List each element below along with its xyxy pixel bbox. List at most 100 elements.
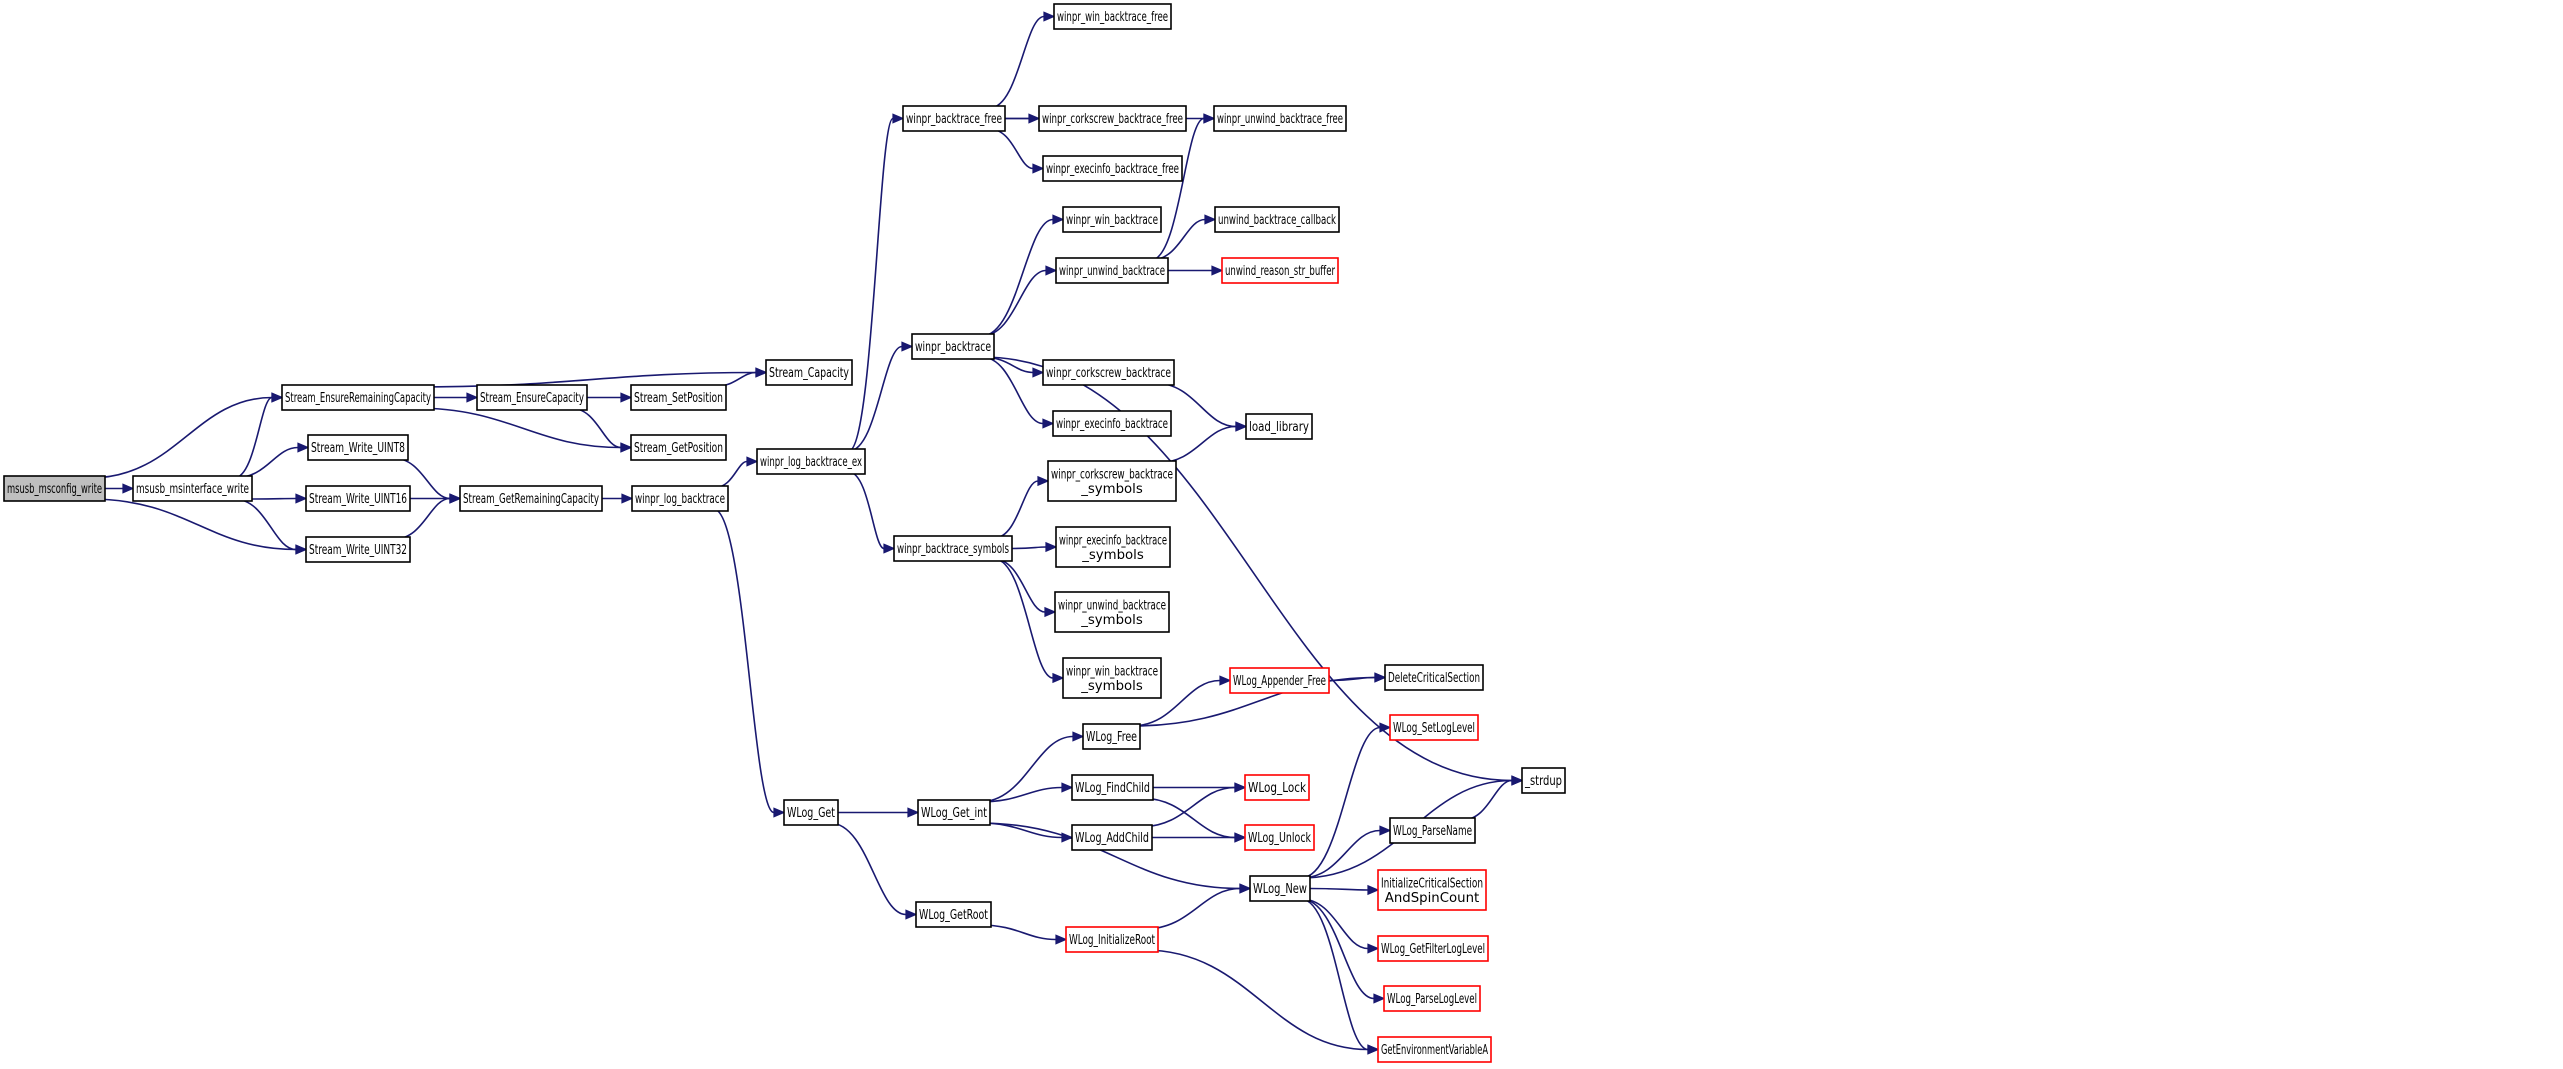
- node-stream-ensureremainingcapacity[interactable]: Stream_EnsureRemainingCapacity: [281, 384, 435, 411]
- node-stream-setposition[interactable]: Stream_SetPosition: [630, 384, 727, 411]
- arrow-head: [1211, 265, 1224, 276]
- node-winpr-log-backtrace-ex[interactable]: winpr_log_backtrace_ex: [756, 448, 866, 475]
- node-label: winpr_execinfo_backtrace_free: [1046, 162, 1179, 177]
- arrow-head: [1055, 934, 1068, 945]
- node-wlog-setloglevel[interactable]: WLog_SetLogLevel: [1389, 714, 1479, 741]
- node-box: [1053, 3, 1172, 30]
- node-box: [917, 799, 991, 826]
- node-box: [783, 799, 839, 826]
- arrow-head: [901, 341, 914, 352]
- node-label: Stream_EnsureRemainingCapacity: [285, 391, 431, 406]
- node-label: AndSpinCount: [1385, 891, 1479, 906]
- edge-wlog-new-to-getenvironmentvariablea: [1300, 898, 1380, 1055]
- node-winpr-log-backtrace[interactable]: winpr_log_backtrace: [631, 485, 729, 512]
- node-label: WLog_Free: [1086, 730, 1137, 745]
- node-winpr-win-backtrace-free[interactable]: winpr_win_backtrace_free: [1053, 3, 1172, 30]
- node-winpr-backtrace-symbols[interactable]: winpr_backtrace_symbols: [893, 535, 1013, 562]
- node-label: unwind_backtrace_callback: [1218, 213, 1336, 228]
- node-winpr-corkscrew-backtrace-free[interactable]: winpr_corkscrew_backtrace_free: [1038, 105, 1187, 132]
- edge-line: [1328, 676, 1376, 682]
- edge-line: [1300, 829, 1381, 879]
- node-getenvironmentvariablea[interactable]: GetEnvironmentVariableA: [1377, 1036, 1492, 1063]
- node-box: [281, 384, 435, 411]
- edge-winpr-backtrace-free-to-winpr-execinfo-backtrace-free: [989, 128, 1045, 174]
- node-msusb-msinterface-write[interactable]: msusb_msinterface_write: [132, 475, 253, 502]
- node-winpr-corkscrew-backtrace-symbols[interactable]: winpr_corkscrew_backtrace_symbols: [1047, 460, 1177, 502]
- node-stream-getremainingcapacity[interactable]: Stream_GetRemainingCapacity: [459, 485, 603, 512]
- node-label: Stream_GetRemainingCapacity: [463, 492, 599, 507]
- node-wlog-lock[interactable]: WLog_Lock: [1244, 774, 1310, 801]
- edge-wlog-getroot-to-wlog-initializeroot: [979, 924, 1068, 945]
- node-box: [631, 485, 729, 512]
- node-winpr-backtrace-free[interactable]: winpr_backtrace_free: [902, 105, 1006, 132]
- edge-wlog-get-to-wlog-get-int: [838, 807, 920, 818]
- node-winpr-backtrace[interactable]: winpr_backtrace: [911, 333, 995, 360]
- node-msusb-msconfig-write[interactable]: msusb_msconfig_write: [3, 475, 106, 502]
- node-stream-write-uint32[interactable]: Stream_Write_UINT32: [305, 536, 411, 563]
- node-stream-ensurecapacity[interactable]: Stream_EnsureCapacity: [476, 384, 588, 411]
- node-stream-getposition[interactable]: Stream_GetPosition: [630, 434, 727, 461]
- arrow-head: [1379, 825, 1392, 836]
- node-winpr-win-backtrace[interactable]: winpr_win_backtrace: [1062, 206, 1162, 233]
- arrow-head: [449, 493, 462, 504]
- edge-msusb-msconfig-write-to-stream-write-uint32: [89, 498, 308, 555]
- edge-line: [1300, 898, 1375, 1000]
- node-strdup[interactable]: _strdup: [1521, 767, 1566, 794]
- node-stream-capacity[interactable]: Stream_Capacity: [765, 359, 853, 386]
- node-wlog-parseloglevel[interactable]: WLog_ParseLogLevel: [1383, 985, 1481, 1012]
- node-winpr-corkscrew-backtrace[interactable]: winpr_corkscrew_backtrace: [1042, 359, 1175, 386]
- edge-line: [1300, 898, 1369, 950]
- node-wlog-get[interactable]: WLog_Get: [783, 799, 839, 826]
- node-box: [1377, 869, 1487, 911]
- node-label: msusb_msinterface_write: [136, 482, 249, 497]
- node-box: [1245, 413, 1313, 440]
- edge-line: [989, 128, 1034, 170]
- edge-line: [1144, 949, 1369, 1051]
- node-label: winpr_log_backtrace: [635, 492, 725, 507]
- arrow-head: [1037, 475, 1050, 487]
- node-winpr-execinfo-backtrace-symbols[interactable]: winpr_execinfo_backtrace_symbols: [1055, 526, 1171, 568]
- node-wlog-free[interactable]: WLog_Free: [1082, 723, 1141, 750]
- node-stream-write-uint16[interactable]: Stream_Write_UINT16: [305, 485, 411, 512]
- node-wlog-get-int[interactable]: WLog_Get_int: [917, 799, 991, 826]
- arrow-head: [295, 493, 308, 504]
- arrow-head: [1042, 418, 1055, 429]
- node-winpr-unwind-backtrace-symbols[interactable]: winpr_unwind_backtrace_symbols: [1054, 591, 1170, 633]
- node-deletecriticalsection[interactable]: DeleteCriticalSection: [1384, 664, 1484, 691]
- node-winpr-unwind-backtrace-free[interactable]: winpr_unwind_backtrace_free: [1213, 105, 1347, 132]
- edge-line: [848, 471, 885, 550]
- node-label: winpr_backtrace_symbols: [897, 542, 1009, 557]
- arrow-head: [1045, 541, 1058, 553]
- node-label: DeleteCriticalSection: [1388, 671, 1480, 686]
- node-wlog-initializeroot[interactable]: WLog_InitializeRoot: [1065, 926, 1159, 953]
- node-wlog-parsename[interactable]: WLog_ParseName: [1389, 817, 1476, 844]
- node-winpr-execinfo-backtrace[interactable]: winpr_execinfo_backtrace: [1052, 410, 1172, 437]
- node-wlog-addchild[interactable]: WLog_AddChild: [1071, 824, 1153, 851]
- arrow-head: [1045, 265, 1058, 276]
- node-stream-write-uint8[interactable]: Stream_Write_UINT8: [307, 434, 409, 461]
- node-wlog-findchild[interactable]: WLog_FindChild: [1071, 774, 1154, 801]
- node-winpr-execinfo-backtrace-free[interactable]: winpr_execinfo_backtrace_free: [1042, 155, 1183, 182]
- node-winpr-win-backtrace-symbols[interactable]: winpr_win_backtrace_symbols: [1062, 657, 1162, 699]
- node-box: [630, 384, 727, 411]
- node-wlog-getroot[interactable]: WLog_GetRoot: [915, 901, 992, 928]
- edge-line: [1131, 679, 1221, 727]
- node-load-library[interactable]: load_library: [1245, 413, 1313, 440]
- node-unwind-reason-str-buffer[interactable]: unwind_reason_str_buffer: [1221, 257, 1339, 284]
- node-box: [915, 901, 992, 928]
- node-winpr-unwind-backtrace[interactable]: winpr_unwind_backtrace: [1055, 257, 1169, 284]
- node-unwind-backtrace-callback[interactable]: unwind_backtrace_callback: [1214, 206, 1340, 233]
- node-wlog-getfilterloglevel[interactable]: WLog_GetFilterLogLevel: [1377, 935, 1489, 962]
- node-label: Stream_GetPosition: [634, 441, 723, 456]
- node-box: [305, 485, 411, 512]
- node-box: [1213, 105, 1347, 132]
- node-wlog-appender-free[interactable]: WLog_Appender_Free: [1229, 667, 1330, 694]
- node-label: winpr_corkscrew_backtrace: [1051, 467, 1173, 482]
- arrow-head: [1373, 993, 1386, 1004]
- node-wlog-unlock[interactable]: WLog_Unlock: [1244, 824, 1315, 851]
- node-label: _symbols: [1080, 482, 1143, 497]
- arrow-head: [1032, 367, 1045, 378]
- arrow-head: [1203, 113, 1216, 124]
- node-wlog-new[interactable]: WLog_New: [1249, 875, 1311, 902]
